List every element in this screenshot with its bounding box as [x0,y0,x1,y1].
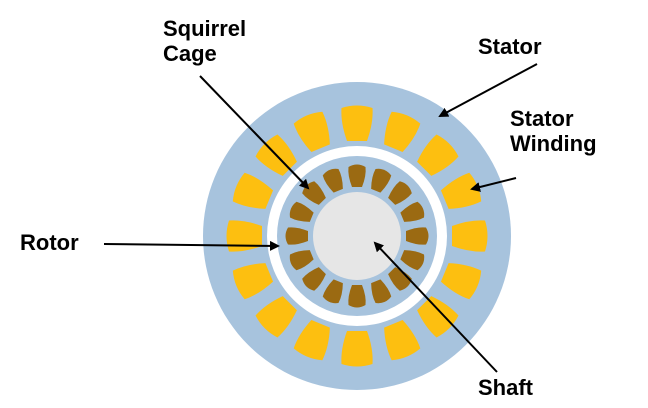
rotor-bar [388,267,412,291]
stator-winding-arrow [470,177,517,192]
rotor-bar [400,201,425,222]
rotor-bar [388,181,412,205]
rotor-bar [400,250,425,271]
stator-winding-label: Stator Winding [510,106,597,156]
stator-winding-slot [226,220,262,252]
stator-winding-slot [417,296,459,338]
rotor-bar [348,285,366,308]
rotor-bar [348,164,366,187]
rotor-bar [406,227,429,245]
stator-winding-slot [232,263,274,300]
rotor-bar [371,168,392,193]
rotor-bar [322,279,343,304]
rotor-arrow [103,240,280,251]
shaft [313,192,401,280]
rotor-bar [371,279,392,304]
stator-winding-slot [384,319,421,361]
stator-winding-slot [293,111,330,153]
shaft-label: Shaft [478,375,533,400]
stator-label: Stator [478,34,542,59]
squirrel-cage-label: Squirrel Cage [163,16,247,66]
stator-winding-slot [440,263,482,300]
rotor-bar [322,168,343,193]
squirrel-cage-arrow [199,75,310,190]
stator-winding-slot [452,220,488,252]
shaft-arrow [373,241,498,373]
stator-winding-slot [417,134,459,176]
stator-winding-slot [232,172,274,209]
rotor-bar [285,227,308,245]
stator-winding-slot [341,331,373,367]
rotor-label: Rotor [20,230,79,255]
stator-winding-slot [293,319,330,361]
stator-winding-slot [384,111,421,153]
rotor-bar [289,250,314,271]
squirrel-cage-bars [285,164,429,308]
stator-winding-slot [255,296,297,338]
rotor-bar [302,267,326,291]
stator-winding-slot [440,172,482,209]
stator-arrow [438,63,538,117]
rotor-bar [289,201,314,222]
stator-winding-slot [341,105,373,141]
